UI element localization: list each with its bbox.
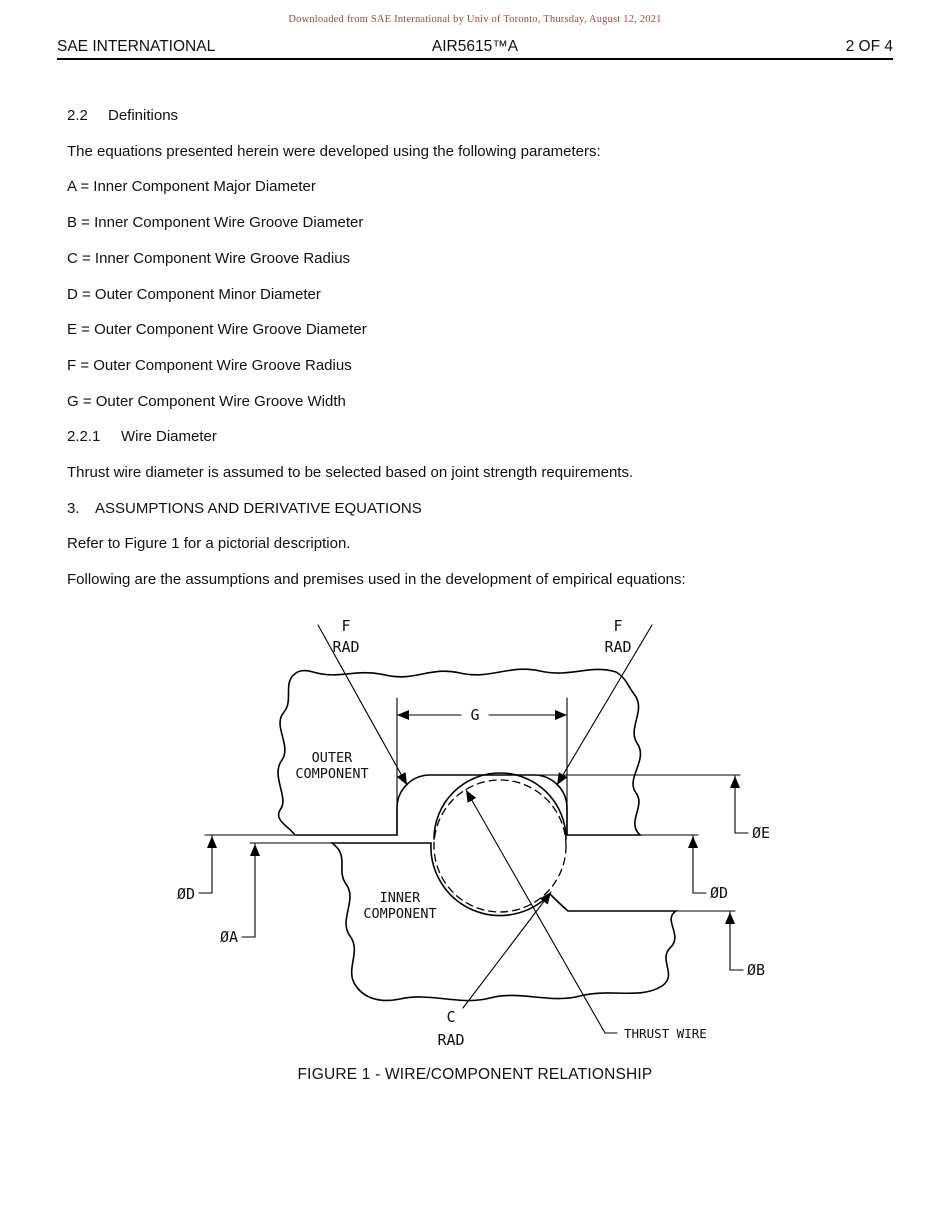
dia-b-label: ØB (747, 961, 765, 979)
c-rad-label-line1: C (446, 1008, 455, 1026)
thrust-wire-leader (465, 789, 618, 1034)
thrust-wire-circle (433, 779, 567, 913)
dia-d-label-right: ØD (710, 884, 728, 902)
dia-a-label: ØA (220, 928, 238, 946)
f-rad-label-left-line1: F (341, 617, 350, 635)
heading-2-2: 2.2 Definitions (67, 98, 897, 134)
refer-paragraph: Refer to Figure 1 for a pictorial descri… (67, 535, 351, 553)
f-rad-label-left-line2: RAD (332, 638, 359, 656)
heading-2-2-1-title: Wire Diameter (121, 428, 217, 446)
wire-top-arc (433, 772, 567, 840)
header-page-number: 2 OF 4 (845, 38, 893, 55)
f-rad-leader-right (556, 624, 653, 786)
f-rad-label-right-line2: RAD (604, 638, 631, 656)
param-a: A = Inner Component Major Diameter (67, 178, 316, 196)
leader-lines (317, 624, 653, 1034)
param-f: F = Outer Component Wire Groove Radius (67, 356, 352, 374)
heading-3: 3. ASSUMPTIONS AND DERIVATIVE EQUATIONS (67, 491, 897, 527)
inner-component-label-line1: INNER (380, 890, 422, 906)
header-doc-number: AIR5615™A (431, 38, 519, 55)
c-rad-label-line2: RAD (437, 1031, 464, 1049)
figure-1-diagram: F RAD F RAD G OUTER COMPONENT INNER COMP… (177, 617, 770, 1049)
document-body: 2.2 Definitions The equations presented h… (67, 98, 897, 598)
inner-component-outline (329, 842, 679, 1002)
page-header: SAE INTERNATIONAL AIR5615™A 2 OF 4 (57, 38, 893, 58)
figure-labels: F RAD F RAD G OUTER COMPONENT INNER COMP… (177, 617, 770, 1049)
thrust-wire-label: THRUST WIRE (624, 1026, 707, 1041)
figure-1-caption: FIGURE 1 - WIRE/COMPONENT RELATIONSHIP (297, 1066, 653, 1083)
g-dimension-label: G (470, 706, 479, 724)
heading-2-2-1-number: 2.2.1 (67, 428, 101, 446)
dimension-lines (198, 697, 749, 971)
heading-2-2-title: Definitions (108, 107, 179, 124)
outer-component-label-line1: OUTER (312, 750, 354, 766)
c-rad-leader (462, 891, 552, 1009)
inner-component-label-line2: COMPONENT (363, 906, 436, 922)
intro-paragraph: The equations presented herein were deve… (67, 142, 601, 160)
heading-3-number: 3. (67, 499, 80, 517)
param-d: D = Outer Component Minor Diameter (67, 285, 321, 303)
f-rad-leader-left (317, 624, 408, 786)
param-e: E = Outer Component Wire Groove Diameter (67, 321, 367, 339)
heading-2-2-1: 2.2.1 Wire Diameter (67, 419, 897, 455)
dia-d-label-left: ØD (177, 885, 195, 903)
param-b: B = Inner Component Wire Groove Diameter (67, 214, 364, 232)
header-rule (57, 58, 893, 60)
param-g: G = Outer Component Wire Groove Width (67, 392, 346, 410)
heading-3-title: ASSUMPTIONS AND DERIVATIVE EQUATIONS (95, 499, 422, 517)
dia-e-label: ØE (752, 824, 770, 842)
outer-component-label-line2: COMPONENT (295, 766, 368, 782)
following-paragraph: Following are the assumptions and premis… (67, 571, 686, 589)
param-c: C = Inner Component Wire Groove Radius (67, 249, 351, 267)
heading-2-2-number: 2.2 (67, 107, 88, 124)
wire-diameter-paragraph: Thrust wire diameter is assumed to be se… (67, 464, 634, 482)
download-stamp: Downloaded from SAE International by Uni… (288, 14, 662, 25)
f-rad-label-right-line1: F (613, 617, 622, 635)
header-publisher: SAE INTERNATIONAL (57, 38, 216, 55)
